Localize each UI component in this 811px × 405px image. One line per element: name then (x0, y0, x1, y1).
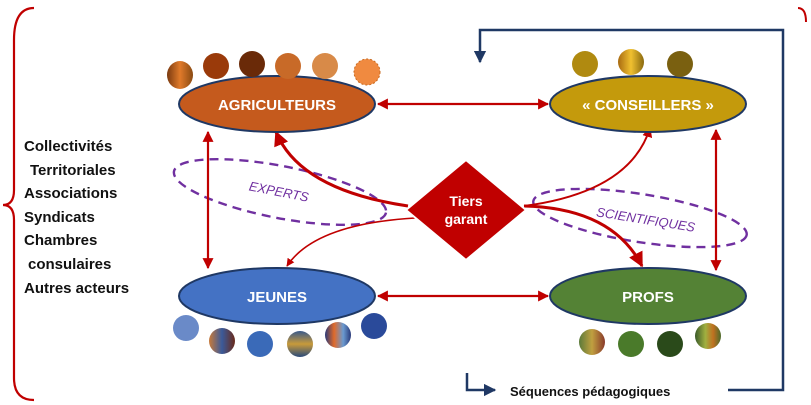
arrow-center-agri (274, 130, 409, 208)
profs-ellipse (549, 267, 747, 325)
side-item: Collectivités (24, 138, 113, 155)
agriculteurs-people-icons (167, 51, 381, 89)
tiers-garant-label-line2: garant (445, 211, 488, 227)
jeunes-people-icons (173, 313, 387, 357)
side-item: Autres acteurs (24, 279, 130, 297)
profs-people-icons (579, 323, 721, 357)
agriculteurs-ellipse (178, 75, 376, 133)
side-item: consulaires (28, 255, 112, 273)
side-item: Syndicats (24, 208, 95, 226)
sequence-arrow-bottom (465, 373, 497, 397)
side-item: Associations (24, 185, 118, 203)
right-brace (797, 7, 807, 23)
conseillers-people-icons (572, 49, 693, 77)
left-brace (2, 6, 35, 402)
arrow-center-profs (523, 204, 644, 268)
sequences-label: Séquences pédagogiques (510, 384, 670, 399)
jeunes-ellipse (178, 267, 376, 325)
arrow-center-conseillers (523, 127, 653, 207)
conseillers-ellipse (549, 75, 747, 133)
experts-dashed-ellipse (172, 157, 388, 227)
conseillers-label: « CONSEILLERS » (582, 97, 714, 114)
side-item: Territoriales (30, 161, 116, 179)
side-actor-list: Collectivités Territoriales Associations… (24, 135, 129, 300)
agriculteurs-label: AGRICULTEURS (218, 97, 336, 114)
sequence-loop-line (478, 28, 785, 392)
jeunes-label: JEUNES (247, 289, 307, 306)
experts-label: EXPERTS (248, 178, 311, 204)
profs-label: PROFS (622, 289, 674, 306)
tiers-garant-label-line1: Tiers (449, 193, 482, 209)
tiers-garant-diamond (404, 158, 528, 262)
arrow-center-jeunes (286, 217, 416, 267)
side-item: Chambres (24, 232, 98, 250)
scientifiques-dashed-ellipse (532, 187, 748, 249)
